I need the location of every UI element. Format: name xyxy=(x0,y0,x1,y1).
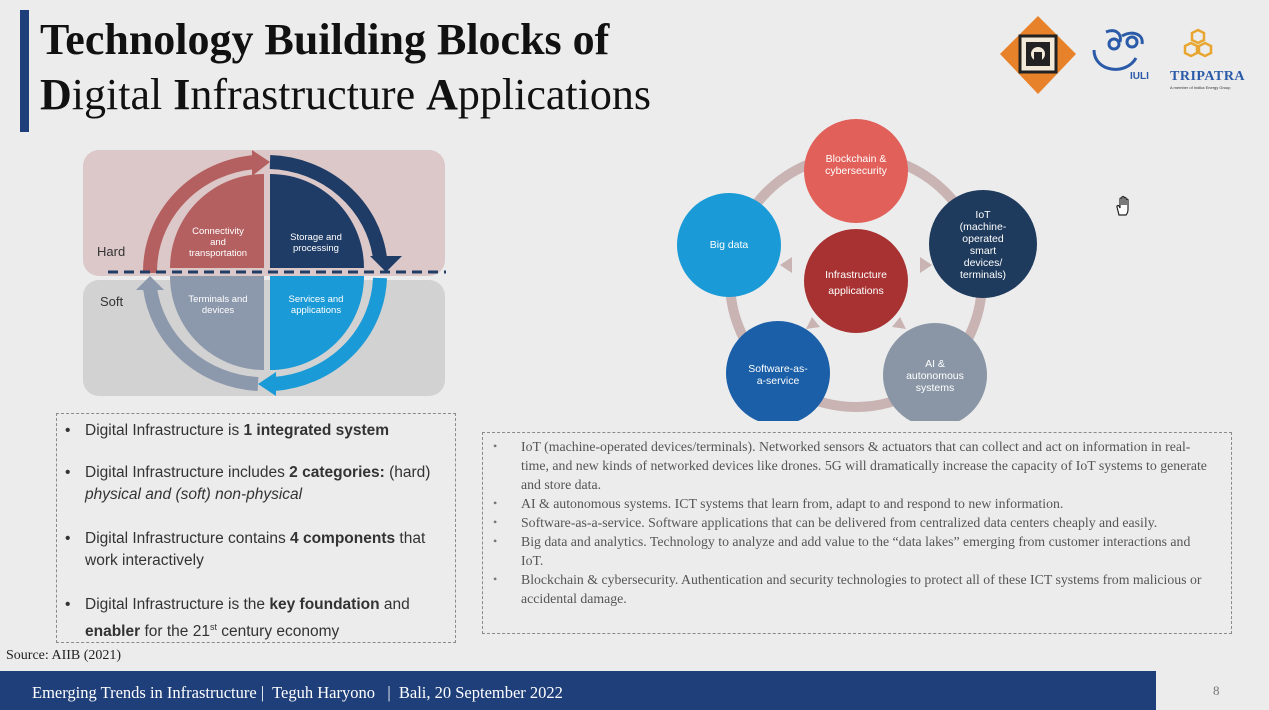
iuli-logo xyxy=(1092,29,1144,71)
quadrant-connectivity xyxy=(170,174,264,268)
title-cap-a: A xyxy=(426,70,458,119)
title-accent-bar xyxy=(20,10,29,132)
arrow-to-ai xyxy=(892,317,906,329)
network-graphic xyxy=(677,119,1037,421)
title-line-1: Technology Building Blocks of xyxy=(40,15,610,64)
key-points-box: Digital Infrastructure is 1 integrated s… xyxy=(56,413,456,643)
tripatra-wordmark: TRIPATRA xyxy=(1170,69,1246,84)
label-services: Services and applications xyxy=(288,294,344,316)
footer-bar: Emerging Trends in Infrastructure | Tegu… xyxy=(0,671,1156,710)
detail-saas: Software-as-a-service. Software applicat… xyxy=(493,513,1215,532)
detail-bigdata: Big data and analytics. Technology to an… xyxy=(493,532,1215,570)
arrow-red-head xyxy=(252,150,270,176)
node-saas xyxy=(726,321,830,421)
key-point-2: Digital Infrastructure includes 2 catego… xyxy=(63,462,451,506)
label-storage: Storage and processing xyxy=(290,232,342,254)
quadrant-services xyxy=(270,276,364,370)
label-blockchain: Blockchain & cybersecurity xyxy=(825,153,887,177)
node-center xyxy=(804,229,908,333)
key-point-3: Digital Infrastructure contains 4 compon… xyxy=(63,528,451,572)
title-cap-d: D xyxy=(40,70,72,119)
title-cap-i: I xyxy=(173,70,191,119)
label-center: Infrastructure applications xyxy=(825,269,887,297)
arrow-navy-head xyxy=(370,256,402,272)
title-word-igital: igital xyxy=(71,70,174,119)
university-seal-logo xyxy=(1000,16,1076,94)
page-number: 8 xyxy=(1213,683,1220,698)
quadrant-storage xyxy=(270,174,364,268)
hand-cursor-icon xyxy=(1116,195,1129,216)
detail-iot: IoT (machine-operated devices/terminals)… xyxy=(493,437,1215,494)
source-citation: Source: AIIB (2021) xyxy=(6,648,122,663)
slide-title: Technology Building Blocks of Digital In… xyxy=(40,12,651,122)
logos-graphic xyxy=(1000,16,1213,94)
soft-label: Soft xyxy=(100,294,124,309)
key-point-4: Digital Infrastructure is the key founda… xyxy=(63,594,451,643)
label-bigdata: Big data xyxy=(709,239,749,251)
details-box: IoT (machine-operated devices/terminals)… xyxy=(482,432,1232,634)
logo-group: IULI TRIPATRA A member of Indika Energy … xyxy=(998,14,1260,98)
node-ai xyxy=(883,323,987,421)
label-saas: Software-as- a-service xyxy=(748,363,808,387)
arrow-grey-head xyxy=(136,276,164,290)
iuli-wordmark: IULI xyxy=(1130,71,1149,82)
arrow-grey xyxy=(143,286,259,391)
arrow-red xyxy=(142,155,257,274)
label-connectivity: Connectivity and transportation xyxy=(188,226,248,259)
label-terminals: Terminals and devices xyxy=(188,294,248,316)
key-point-1: Digital Infrastructure is 1 integrated s… xyxy=(63,420,451,442)
hard-label: Hard xyxy=(97,244,126,259)
tripatra-logo xyxy=(1183,28,1213,58)
footer-text: Emerging Trends in Infrastructure | Tegu… xyxy=(32,683,563,702)
cycle-graphic xyxy=(83,150,446,396)
tripatra-tagline: A member of Indika Energy Group xyxy=(1170,85,1231,90)
arrow-blue xyxy=(273,277,387,391)
title-word-nfrastructure: nfrastructure xyxy=(190,70,427,119)
node-blockchain xyxy=(804,119,908,223)
arrow-blue-head xyxy=(258,372,276,396)
arrow-navy xyxy=(269,155,387,260)
label-ai: AI & autonomous systems xyxy=(906,358,964,394)
detail-blockchain: Blockchain & cybersecurity. Authenticati… xyxy=(493,570,1215,608)
node-bigdata xyxy=(677,193,781,297)
arrow-to-iot xyxy=(920,257,932,273)
detail-ai: AI & autonomous systems. ICT systems tha… xyxy=(493,494,1215,513)
label-iot: IoT (machine- operated smart devices/ te… xyxy=(959,209,1007,281)
node-iot xyxy=(929,190,1037,298)
arrow-to-saas xyxy=(806,317,820,329)
arrow-to-bigdata xyxy=(780,257,792,273)
title-word-pplications: pplications xyxy=(457,70,651,119)
title-line-2: Digital Infrastructure Applications xyxy=(40,67,651,122)
quadrant-terminals xyxy=(170,276,264,370)
